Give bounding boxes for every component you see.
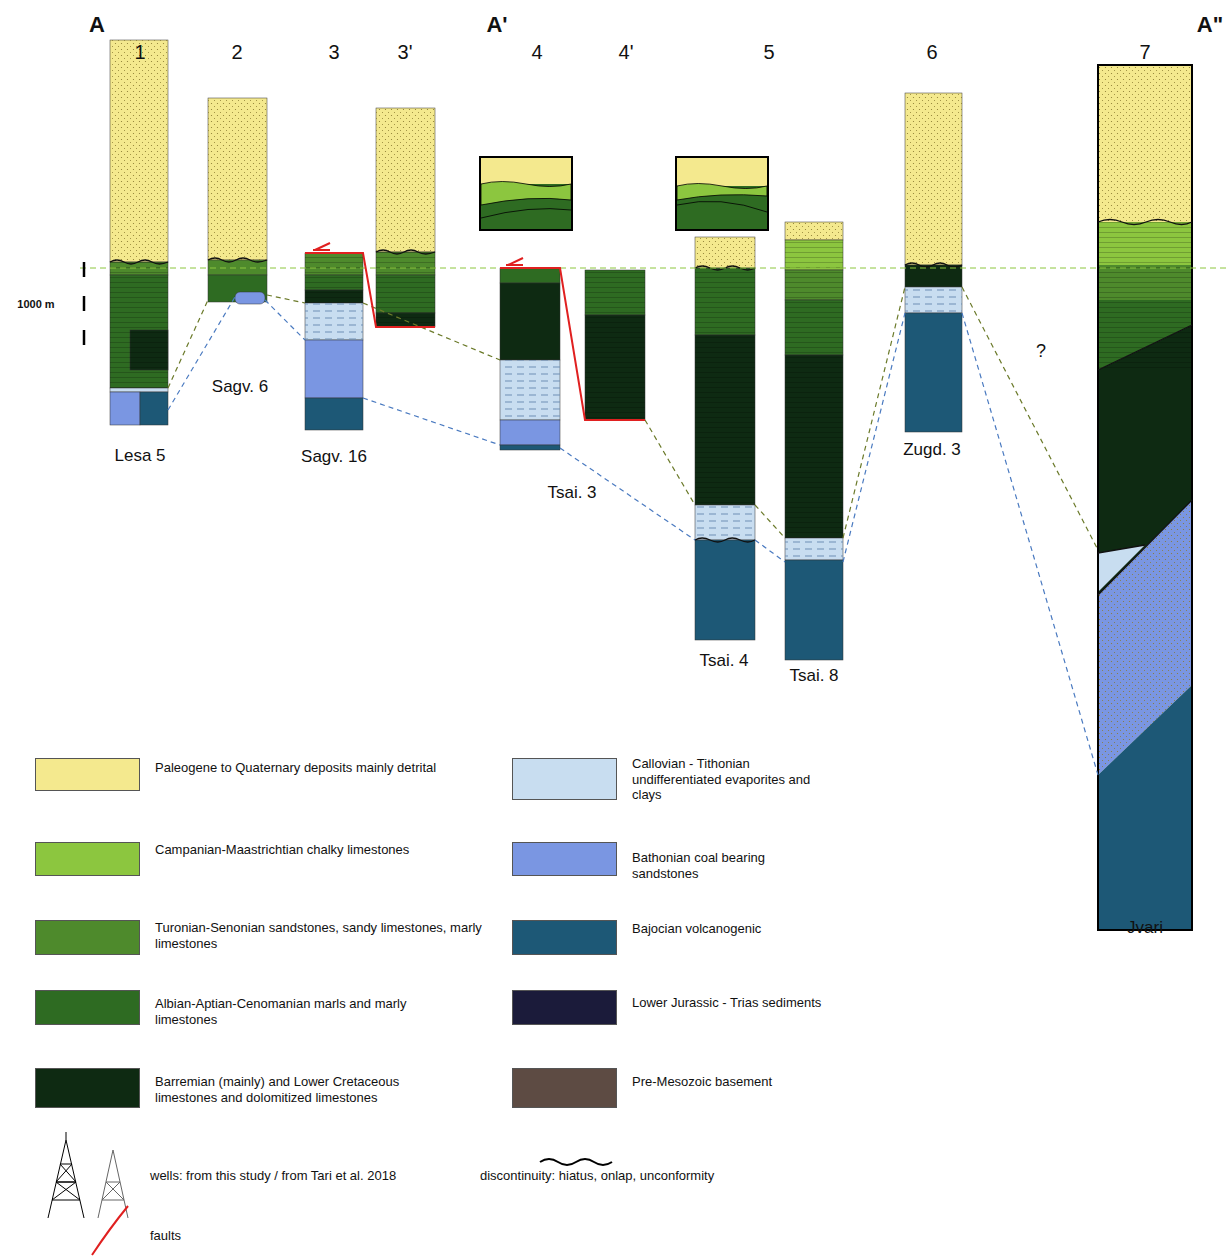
well-name: Tsai. 8 — [789, 667, 838, 686]
legend-swatch — [35, 990, 140, 1025]
legend-text: Barremian (mainly) and Lower Cretaceous … — [155, 1074, 455, 1105]
legend-text: Callovian - Tithonian undifferentiated e… — [632, 756, 832, 803]
legend-text: Campanian-Maastrichtian chalky limestone… — [155, 842, 455, 858]
legend-swatch — [512, 842, 617, 876]
well-name: Tsai. 3 — [547, 484, 596, 503]
section-label: 2 — [231, 41, 242, 63]
legend-text: faults — [150, 1228, 350, 1244]
legend-text: Bajocian volcanogenic — [632, 921, 832, 937]
section-label: 5 — [763, 41, 774, 63]
well-name: Zugd. 3 — [903, 441, 961, 460]
legend-swatch — [512, 920, 617, 955]
scale-label: 1000 m — [17, 298, 54, 310]
well-name: Sagv. 6 — [212, 378, 268, 397]
well-name: Tsai. 4 — [699, 652, 748, 671]
section-label: 1 — [134, 41, 145, 63]
legend-swatch — [35, 758, 140, 791]
legend-text: Lower Jurassic - Trias sediments — [632, 995, 832, 1011]
section-label: 6 — [926, 41, 937, 63]
legend-swatch — [512, 1068, 617, 1108]
legend-swatch — [35, 920, 140, 955]
legend-swatch — [512, 758, 617, 800]
legend-text: Bathonian coal bearing sandstones — [632, 850, 832, 881]
legend-swatch — [512, 990, 617, 1025]
legend-text: wells: from this study / from Tari et al… — [150, 1168, 450, 1184]
legend-text: Paleogene to Quaternary deposits mainly … — [155, 760, 455, 776]
legend-text: Albian-Aptian-Cenomanian marls and marly… — [155, 996, 455, 1027]
legend-swatch — [35, 842, 140, 876]
well-name: Lesa 5 — [114, 447, 165, 466]
well-name: Sagv. 16 — [301, 448, 367, 467]
section-label: A" — [1197, 13, 1223, 37]
section-label: 7 — [1139, 41, 1150, 63]
section-label: A' — [486, 13, 507, 37]
legend-swatch — [35, 1068, 140, 1108]
section-label: 4' — [619, 41, 634, 63]
section-label: A — [89, 13, 105, 37]
legend-text: discontinuity: hiatus, onlap, unconformi… — [480, 1168, 780, 1184]
section-label: 3 — [328, 41, 339, 63]
legend-text: Pre-Mesozoic basement — [632, 1074, 832, 1090]
well-name: ? — [1036, 342, 1046, 362]
well-name: Jvari — [1127, 919, 1163, 938]
section-label: 3' — [398, 41, 413, 63]
section-label: 4 — [531, 41, 542, 63]
legend-text: Turonian-Senonian sandstones, sandy lime… — [155, 920, 485, 951]
